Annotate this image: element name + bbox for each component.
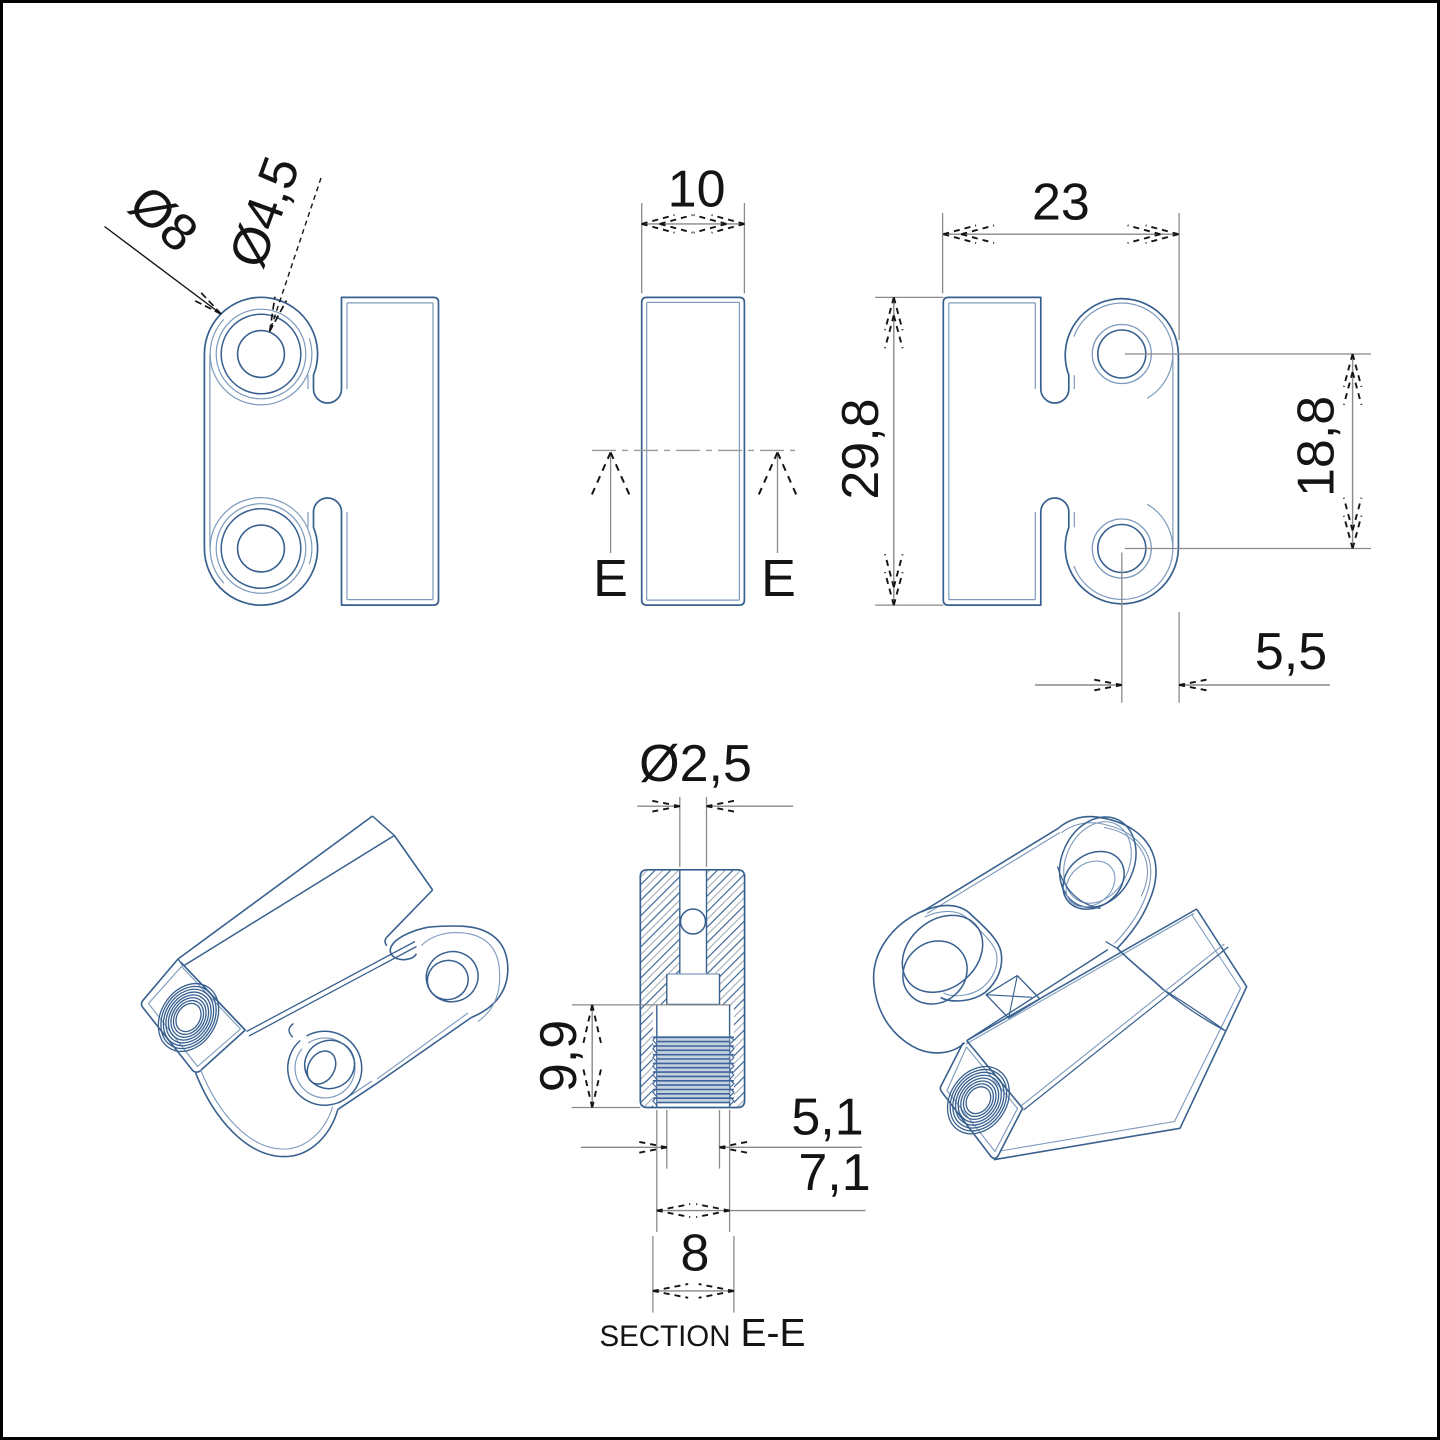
svg-text:E: E xyxy=(593,550,628,608)
svg-text:8: 8 xyxy=(681,1225,710,1283)
svg-text:7,1: 7,1 xyxy=(798,1144,870,1202)
svg-text:23: 23 xyxy=(1032,173,1090,231)
svg-text:E-E: E-E xyxy=(740,1312,805,1355)
svg-text:5,5: 5,5 xyxy=(1255,623,1327,681)
svg-text:9,9: 9,9 xyxy=(530,1020,588,1092)
svg-text:5,1: 5,1 xyxy=(791,1089,863,1147)
svg-text:SECTION: SECTION xyxy=(599,1320,730,1353)
svg-text:Ø2,5: Ø2,5 xyxy=(639,735,752,793)
svg-text:10: 10 xyxy=(668,160,726,218)
svg-text:18,8: 18,8 xyxy=(1288,396,1346,497)
svg-text:E: E xyxy=(761,550,796,608)
svg-text:29,8: 29,8 xyxy=(832,398,890,499)
